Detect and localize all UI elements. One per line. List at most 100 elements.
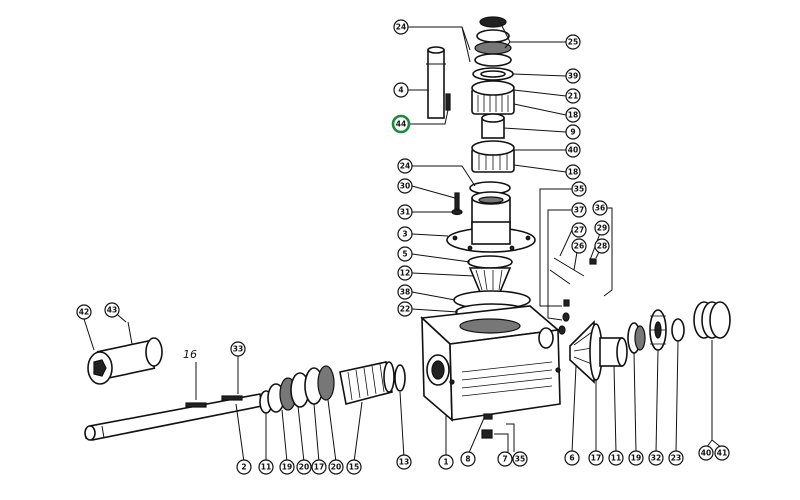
callout-c32: 32 [648,450,664,466]
side-washer [671,318,685,342]
callout-c41: 41 [714,445,730,461]
callout-circle [397,158,413,174]
callout-circle [397,265,413,281]
callout-c24a: 24 [393,19,409,35]
callout-number: 23 [671,454,681,463]
callout-number: 11 [261,463,271,472]
horizontal-bevel-gear [569,320,628,384]
small-bolts [558,299,570,335]
callout-circle [258,459,274,475]
callout-circle [397,284,413,300]
callout-number: 11 [611,454,621,463]
callout-number: 40 [568,146,578,155]
callout-number: 19 [631,454,641,463]
callout-circle [714,445,730,461]
vertical-bevel-pinion [467,255,513,293]
callout-number: 36 [595,204,605,213]
callout-circle [393,19,409,35]
callout-circle [397,226,413,242]
callout-circle [393,82,409,98]
callout-circle [396,454,412,470]
callout-number: 24 [400,162,410,171]
callout-c3: 3 [397,226,413,242]
callout-circle [460,451,476,467]
callout-number: 18 [568,111,578,120]
callout-c42: 42 [76,304,92,320]
callout-number: 33 [233,345,243,354]
callout-circle [565,142,581,158]
callout-number: 24 [396,23,406,32]
callout-c5: 5 [397,246,413,262]
shaft-keys [185,395,243,408]
free-label-16: 16 [183,348,197,361]
callout-c36: 36 [592,200,608,216]
callout-circle [497,451,513,467]
callout-number: 18 [568,168,578,177]
callout-circle [397,246,413,262]
callout-number: 20 [299,463,309,472]
callout-c11a: 11 [258,459,274,475]
callout-circle [668,450,684,466]
callout-number: 35 [515,455,525,464]
callout-circle [565,164,581,180]
callout-c17a: 17 [311,459,327,475]
callout-number: 1 [443,458,448,467]
callout-circle [397,301,413,317]
callout-number: 22 [400,305,410,314]
callout-c18a: 18 [565,107,581,123]
bearing-housing [446,191,536,253]
bolt-and-washer [451,192,463,216]
callout-number: 29 [597,224,607,233]
leader-lines [83,21,723,463]
callout-c35a: 35 [571,181,587,197]
callout-circle [104,302,120,318]
callout-c13: 13 [396,454,412,470]
callout-circle [328,459,344,475]
callout-circle [698,445,714,461]
callout-number: 19 [282,463,292,472]
callout-c8: 8 [460,451,476,467]
callout-number: 44 [396,120,406,129]
pins-26-29 [549,257,597,285]
callout-number: 9 [570,128,575,137]
callout-number: 25 [568,38,578,47]
callout-number: 40 [701,449,711,458]
callout-circle [571,202,587,218]
side-bearing [627,322,646,354]
callout-number: 39 [568,72,578,81]
callout-circle [565,124,581,140]
callout-c2: 2 [236,459,252,475]
side-rings [693,301,731,339]
callout-circle [608,450,624,466]
callout-c11b: 11 [608,450,624,466]
callout-circle [236,459,252,475]
callout-number: 17 [314,463,324,472]
callout-c21a: 21 [565,88,581,104]
callout-c7: 7 [497,451,513,467]
callout-c1: 1 [438,454,454,470]
drive-shaft [84,393,263,441]
drain-plug [481,413,493,439]
callout-circle [628,450,644,466]
callout-number: 42 [79,308,89,317]
callout-circle [397,178,413,194]
spacer-sleeve [481,113,505,139]
callout-circle [76,304,92,320]
callout-c6: 6 [564,450,580,466]
callout-number: 41 [717,449,727,458]
callout-c29: 29 [594,220,610,236]
callout-c23: 23 [668,450,684,466]
callout-c15: 15 [346,459,362,475]
callout-number: 6 [569,454,574,463]
callout-c12: 12 [397,265,413,281]
callout-c40b: 40 [698,445,714,461]
grooved-sleeve [339,361,395,405]
callout-number: 13 [399,458,409,467]
callout-c4: 4 [393,82,409,98]
callout-circle [565,68,581,84]
callout-c18b: 18 [565,164,581,180]
coupling-pin [127,321,133,345]
callout-number: 37 [574,206,584,215]
callout-c20b: 20 [328,459,344,475]
